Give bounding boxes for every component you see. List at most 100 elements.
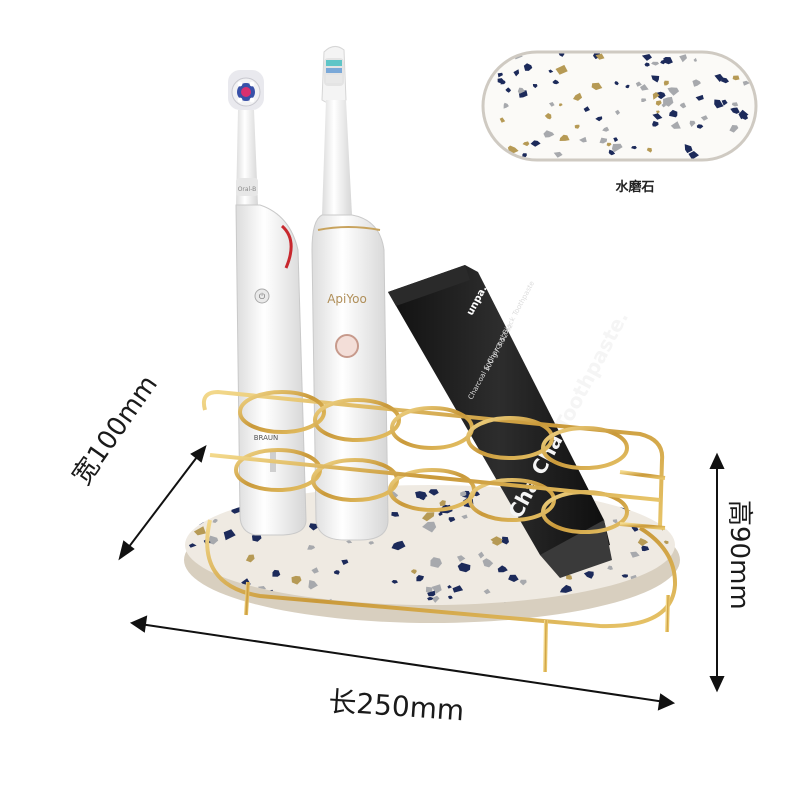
terrazzo-chip (507, 145, 519, 154)
terrazzo-chip (652, 120, 659, 127)
terrazzo-chip (651, 61, 660, 66)
terrazzo-chip (667, 87, 680, 96)
terrazzo-chip (457, 555, 466, 562)
length-dimension-arrow (129, 615, 676, 711)
terrazzo-chip (559, 134, 570, 141)
terrazzo-chip (669, 109, 678, 118)
terrazzo-chip (503, 102, 509, 109)
terrazzo-chip (573, 92, 583, 101)
terrazzo-chip (223, 529, 236, 541)
terrazzo-chip (679, 54, 687, 63)
terrazzo-chip (641, 54, 652, 61)
terrazzo-chip (447, 585, 452, 589)
terrazzo-chip (548, 69, 554, 73)
terrazzo-chip (487, 155, 492, 160)
terrazzo-chip (720, 77, 729, 84)
terrazzo-chip (656, 110, 660, 114)
terrazzo-chip (499, 117, 506, 123)
terrazzo-chip (559, 584, 573, 593)
terrazzo-chip (692, 79, 701, 87)
terrazzo-chip (309, 523, 319, 531)
terrazzo-chip (742, 52, 749, 59)
terrazzo-chip (508, 574, 519, 582)
terrazzo-chip (448, 517, 456, 523)
terrazzo-chip (602, 126, 610, 132)
terrazzo-chip (482, 558, 494, 568)
terrazzo-chip (671, 513, 675, 525)
terrazzo-chip (517, 87, 525, 94)
terrazzo-chip (696, 124, 704, 129)
terrazzo-chip (523, 63, 533, 71)
terrazzo-chip (615, 109, 621, 116)
terrazzo-chip (714, 99, 724, 109)
terrazzo-chip (448, 595, 453, 600)
terrazzo-chip (614, 81, 619, 86)
terrazzo-chip (625, 84, 630, 89)
terrazzo-chip (732, 75, 740, 81)
terrazzo-chip (660, 59, 666, 65)
terrazzo-chip (641, 98, 647, 102)
terrazzo-chip (478, 551, 485, 559)
terrazzo-chip (193, 526, 206, 536)
terrazzo-chip (752, 54, 756, 58)
gold-wire-holder (201, 389, 666, 534)
terrazzo-chip (208, 535, 219, 545)
terrazzo-chip (574, 124, 580, 129)
terrazzo-chip (688, 151, 699, 160)
terrazzo-chip (644, 62, 650, 67)
terrazzo-chip (583, 571, 594, 579)
terrazzo-chip (693, 57, 697, 62)
svg-text:⏻: ⏻ (259, 292, 266, 301)
terrazzo-chip (483, 588, 491, 595)
terrazzo-chip (641, 545, 650, 552)
terrazzo-chip (530, 140, 541, 147)
terrazzo-chip (419, 494, 426, 501)
terrazzo-chip (651, 75, 660, 83)
terrazzo-chip (637, 538, 649, 546)
terrazzo-chip (307, 545, 316, 550)
terrazzo-chip (591, 82, 603, 91)
terrazzo-chip (583, 106, 590, 112)
terrazzo-chip (655, 100, 662, 106)
terrazzo-chip (599, 137, 608, 144)
terrazzo-chip (430, 557, 442, 568)
terrazzo-chip (700, 115, 708, 121)
terrazzo-chip (522, 141, 530, 147)
terrazzo-chip (457, 562, 471, 573)
terrazzo-chip (501, 536, 509, 545)
terrazzo-chip (737, 52, 746, 57)
terrazzo-chip (661, 103, 666, 108)
terrazzo-chip (630, 551, 640, 558)
terrazzo-chip (522, 153, 527, 158)
terrazzo-chip (452, 585, 464, 593)
terrazzo-chip (663, 57, 673, 65)
terrazzo-chip (245, 554, 255, 563)
terrazzo-chip (655, 91, 666, 100)
terrazzo-chip (640, 84, 649, 91)
terrazzo-chip (579, 136, 587, 143)
terrazzo-chip (346, 540, 353, 544)
terrazzo-chip (731, 102, 739, 107)
terrazzo-chip (532, 84, 538, 89)
terrazzo-chip (668, 492, 675, 498)
terrazzo-chip (652, 92, 660, 100)
terrazzo-chip (555, 64, 568, 75)
terrazzo-chip (427, 590, 436, 597)
svg-text:Oral-B: Oral-B (238, 186, 257, 193)
terrazzo-chip (410, 569, 417, 575)
terrazzo-chip (738, 109, 749, 120)
terrazzo-chip (416, 575, 424, 582)
terrazzo-chip (308, 580, 318, 590)
terrazzo-chip (742, 80, 750, 86)
terrazzo-chip (663, 80, 669, 86)
terrazzo-chip (252, 535, 260, 540)
terrazzo-chip (679, 102, 687, 109)
terrazzo-chip (500, 80, 506, 85)
terrazzo-chip (695, 94, 704, 101)
terrazzo-chip (431, 584, 442, 594)
terrazzo-chip (631, 145, 637, 150)
terrazzo-chip (188, 543, 197, 548)
terrazzo-swatch (481, 50, 758, 162)
